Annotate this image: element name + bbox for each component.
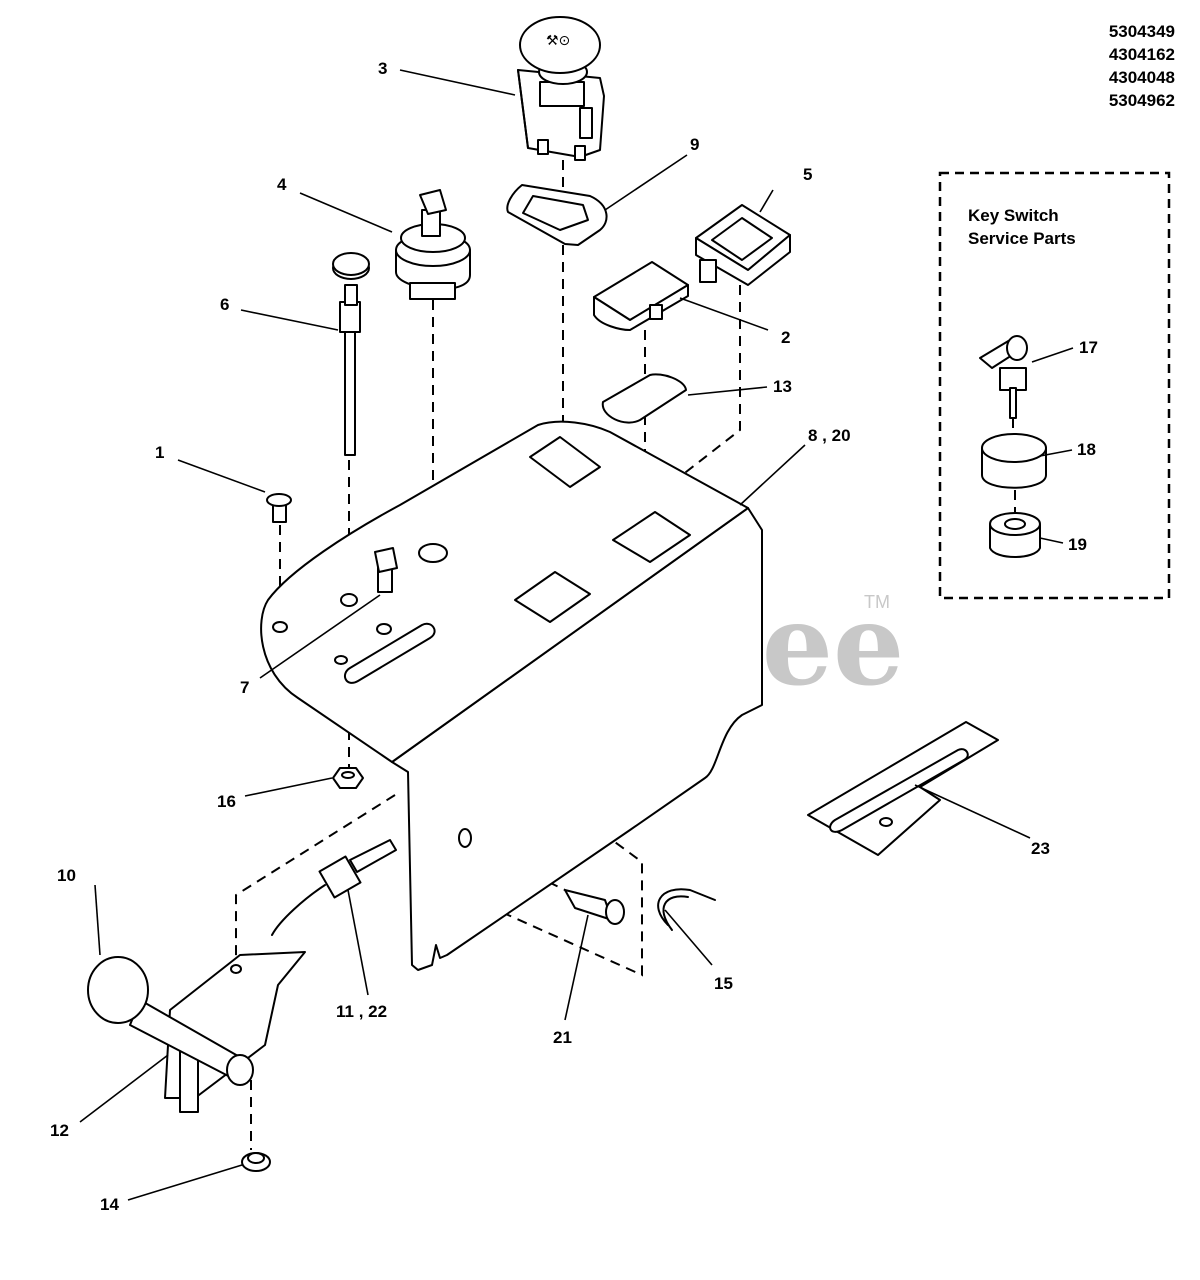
part-19-nut	[989, 512, 1041, 558]
callouts: 3 4 6 1 9 5 2 13 8 , 20 7 16 10 11 , 22 …	[50, 59, 1098, 1214]
part-2-plug	[593, 261, 689, 331]
part-6-choke-cable	[332, 252, 370, 456]
part-number-list: 5304349 4304162 4304048 5304962	[1109, 22, 1175, 110]
callout-23: 23	[1031, 839, 1050, 858]
panel-cutout-switch-5	[612, 511, 691, 563]
watermark-trademark: TM	[864, 592, 890, 612]
callout-12: 12	[50, 1121, 69, 1140]
service-box-title-line1: Key Switch	[968, 206, 1059, 225]
panel-slot	[343, 622, 436, 684]
part-9-bezel	[506, 184, 608, 246]
callout-17: 17	[1079, 338, 1098, 357]
panel-hole-small	[334, 655, 348, 665]
panel-hole-bolt	[272, 621, 288, 633]
part-1-bolt	[266, 493, 292, 523]
callout-5: 5	[803, 165, 812, 184]
callout-1: 1	[155, 443, 164, 462]
assembly-line-switch-5	[649, 285, 741, 525]
panel-hole-light	[458, 828, 472, 848]
callout-4: 4	[277, 175, 287, 194]
part-3-pto-switch: ⚒⊙	[517, 16, 605, 161]
part-13-gasket	[601, 373, 687, 424]
part-number-2: 4304162	[1109, 45, 1175, 64]
panel-hole-choke	[340, 593, 358, 607]
part-4-key-switch	[395, 189, 471, 300]
service-box-title-line2: Service Parts	[968, 229, 1076, 248]
part-number-4: 5304962	[1109, 91, 1175, 110]
callout-14: 14	[100, 1195, 119, 1214]
key-switch-service-parts-box: Key Switch Service Parts	[938, 171, 1171, 600]
callout-6: 6	[220, 295, 229, 314]
callout-7: 7	[240, 678, 249, 697]
panel-hole-bolt-7	[376, 623, 392, 635]
callout-3: 3	[378, 59, 387, 78]
part-11-22-sensor	[271, 839, 397, 936]
callout-16: 16	[217, 792, 236, 811]
callout-9: 9	[690, 135, 699, 154]
part-17-keys	[979, 335, 1028, 419]
part-23-bracket	[807, 721, 999, 856]
part-10-12-lever	[87, 951, 306, 1113]
part-7-bolt	[374, 547, 398, 593]
callout-18: 18	[1077, 440, 1096, 459]
callout-21: 21	[553, 1028, 572, 1047]
panel-hole-key-switch	[418, 543, 448, 563]
callout-15: 15	[714, 974, 733, 993]
callout-19: 19	[1068, 535, 1087, 554]
part-number-1: 5304349	[1109, 22, 1175, 41]
part-18-cap	[981, 433, 1047, 489]
callout-13: 13	[773, 377, 792, 396]
assembly-line-lever	[235, 794, 396, 965]
part-number-3: 4304048	[1109, 68, 1175, 87]
panel-cutout-plug-2	[514, 571, 591, 623]
part-14-knob	[241, 1152, 271, 1172]
part-5-switch	[695, 204, 791, 286]
callout-11-22: 11 , 22	[336, 1002, 387, 1021]
part-16-nut	[332, 767, 364, 789]
part-15-clip	[657, 888, 716, 931]
svg-text:⚒⊙: ⚒⊙	[546, 33, 570, 49]
callout-10: 10	[57, 866, 76, 885]
leader-lines	[79, 69, 1074, 1201]
panel-cutout-switch-3	[529, 436, 601, 488]
callout-2: 2	[781, 328, 790, 347]
part-21-light	[564, 889, 625, 925]
callout-8-20: 8 , 20	[808, 426, 851, 445]
console-panel	[260, 420, 763, 971]
